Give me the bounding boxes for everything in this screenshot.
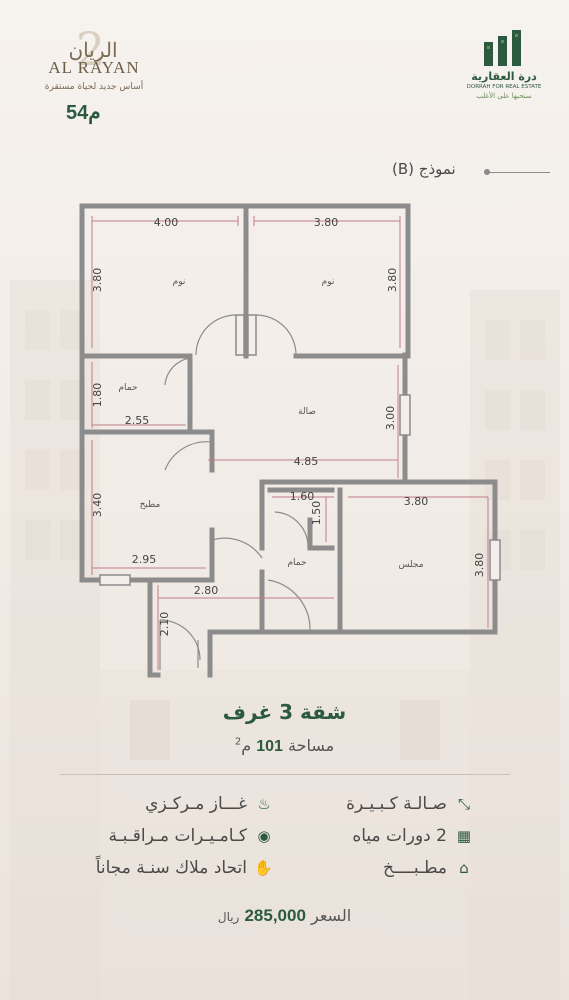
dim-kitchen-height: 3.40 [91,493,104,518]
area-unit: م [241,736,252,755]
dim-living-width: 4.85 [294,455,319,468]
room-label-living: صالة [298,407,316,417]
area-label: مساحة [287,736,335,755]
bath-icon: ▦ [456,827,472,845]
floor-plan: 4.00 3.80 3.80 3.80 1.80 2.55 4.85 3.00 … [79,203,501,678]
apartment-title: شقة 3 غرف [222,700,347,724]
dim-bath-small-width: 1.60 [290,490,315,503]
price-value: 285,000 [244,906,306,925]
dim-majlis-height: 3.80 [473,553,486,578]
feature-label: غـــاز مـركـزي [145,794,247,814]
dim-bathroom-top-width: 2.55 [125,414,150,427]
feature-item: ▦ 2 دورات مياه [352,826,473,852]
rayan-logo-english: AL RAYAN [48,58,140,77]
dim-entry-width: 2.80 [194,584,219,597]
room-label-bathroom-small: حمام [287,558,306,568]
dim-bedroom-right-width: 3.80 [314,216,339,229]
room-label-kitchen: مطبخ [140,500,161,510]
dim-majlis-width: 3.80 [404,495,429,508]
room-label-bedroom-right: نوم [322,277,335,287]
feature-label: 2 دورات مياه [352,826,447,846]
feature-item: ⤡ صـالـة كـبـيـرة [346,794,473,820]
flame-icon: ♨ [257,795,271,813]
feature-label: مطـبــــخ [382,858,447,878]
feature-label: اتحاد ملاك سنـة مجاناً [95,858,247,878]
rayan-logo-numeral: 2 [76,22,106,76]
feature-item: ♨ غـــاز مـركـزي [145,794,273,820]
area-unit-sup: 2 [234,736,242,748]
divider [60,774,510,775]
dim-bedroom-left-height: 3.80 [91,268,104,293]
room-label-bathroom-top: حمام [118,383,137,393]
dim-kitchen-width: 2.95 [132,553,157,566]
feature-label: صـالـة كـبـيـرة [346,794,447,814]
dorrah-tagline: ستحبها على الأغلب [476,92,532,100]
size-badge: 54م [66,102,101,124]
feature-label: كـامـيـرات مـراقـبـة [108,826,247,846]
handshake-icon: ✋ [254,859,273,877]
rayan-logo-arabic: الريان [68,38,118,62]
model-label: نموذج (B) [392,160,456,178]
area-row: مساحة 101 م2 [0,736,569,756]
rayan-tagline: أساس جديد لحياة مستقرة [44,82,144,92]
feature-item: ◉ كـامـيـرات مـراقـبـة [109,826,273,852]
dim-bedroom-left-width: 4.00 [154,216,179,229]
kitchen-icon: ⌂ [459,859,469,877]
area-value: 101 [256,738,283,755]
dim-bathroom-top-height: 1.80 [91,383,104,408]
dim-bath-small-height: 1.50 [310,501,323,526]
room-label-bedroom-left: نوم [173,277,186,287]
dorrah-logo-english: DORRAH FOR REAL ESTATE [466,84,542,90]
price-currency: ريال [217,910,240,924]
room-label-majlis: مجلس [398,560,423,570]
dim-living-height: 3.00 [384,406,397,431]
price-label: السعر [311,906,352,925]
dim-entry-height: 2.10 [158,612,171,637]
feature-item: ✋ اتحاد ملاك سنـة مجاناً [96,858,273,884]
feature-item: ⌂ مطـبــــخ [383,858,473,884]
camera-icon: ◉ [257,827,271,845]
background-building-image [10,280,560,1000]
dorrah-logo-arabic: درة العقارية [471,70,537,83]
price-row: السعر 285,000 ريال [0,906,569,926]
expand-icon: ⤡ [457,795,470,813]
dim-bedroom-right-height: 3.80 [386,268,399,293]
dorrah-logo-icon [484,30,521,66]
model-label-dot [484,169,490,175]
model-label-line [488,172,550,173]
